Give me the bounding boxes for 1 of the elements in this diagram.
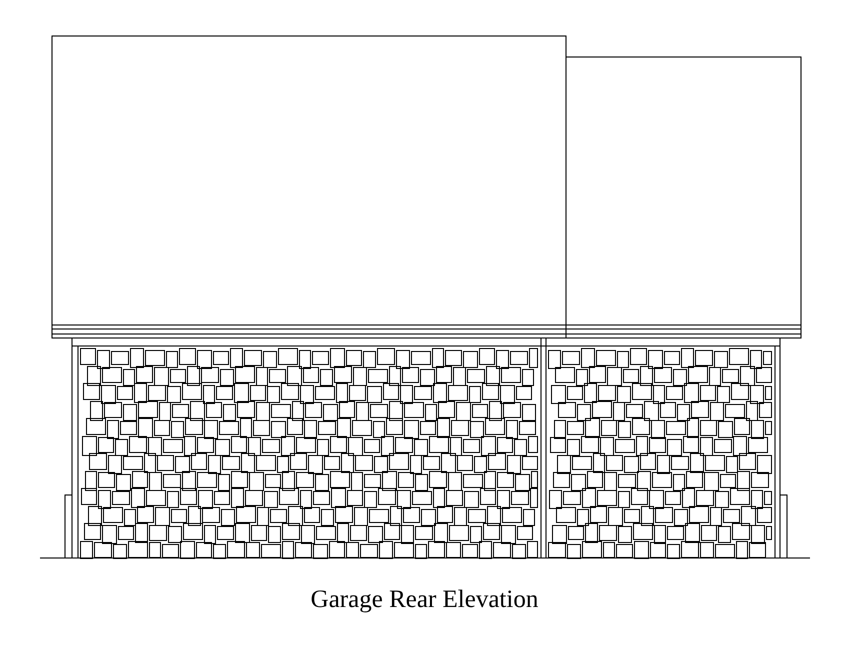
caption: Garage Rear Elevation: [310, 586, 540, 614]
